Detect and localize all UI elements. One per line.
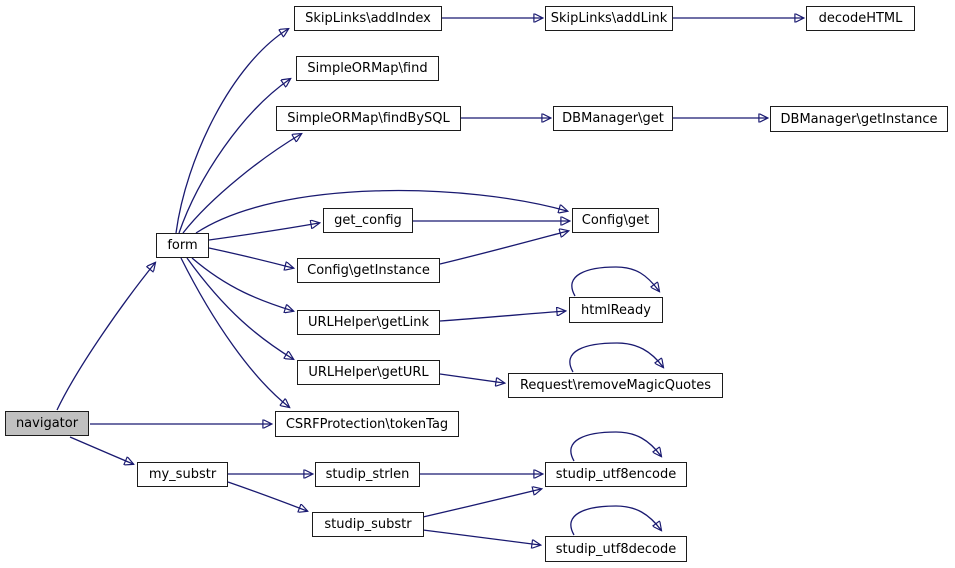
edge-form-getlink: [191, 257, 293, 311]
edge-configgetinstance-configget: [439, 231, 568, 265]
node-get-config[interactable]: get_config: [323, 208, 413, 233]
node-config-get[interactable]: Config\get: [572, 208, 659, 233]
edge-form-getconfig: [208, 223, 319, 241]
edge-navigator-form: [56, 263, 155, 411]
node-my-substr[interactable]: my_substr: [137, 462, 228, 487]
node-form[interactable]: form: [156, 233, 209, 258]
edge-form-find: [178, 79, 290, 234]
node-dbmanager-get[interactable]: DBManager\get: [553, 106, 673, 131]
node-dbmanager-getinstance[interactable]: DBManager\getInstance: [770, 106, 948, 132]
edge-utf8decode-selfloop: [570, 505, 661, 536]
node-request-removemagicquotes[interactable]: Request\removeMagicQuotes: [508, 373, 723, 398]
node-urlhelper-getlink[interactable]: URLHelper\getLink: [297, 310, 440, 335]
node-studip-utf8decode[interactable]: studip_utf8decode: [545, 536, 687, 562]
edge-substr-utf8decode: [422, 529, 540, 545]
node-studip-substr[interactable]: studip_substr: [312, 512, 424, 537]
edge-removemagicquotes-selfloop: [569, 342, 663, 373]
node-csrfprotection-tokentag[interactable]: CSRFProtection\tokenTag: [275, 411, 459, 437]
edge-form-tokentag: [180, 257, 289, 407]
edge-substr-utf8encode: [422, 489, 541, 518]
node-config-getinstance[interactable]: Config\getInstance: [297, 258, 440, 283]
edge-mysubstr-substr: [227, 481, 307, 511]
edge-navigator-mysubstr: [69, 436, 133, 464]
node-simpleormap-find[interactable]: SimpleORMap\find: [296, 56, 439, 81]
node-studip-utf8encode[interactable]: studip_utf8encode: [545, 462, 687, 487]
node-urlhelper-geturl[interactable]: URLHelper\getURL: [297, 360, 440, 385]
node-simpleormap-findbysql[interactable]: SimpleORMap\findBySQL: [276, 106, 461, 131]
node-navigator: navigator: [5, 411, 89, 436]
edge-form-configget: [195, 189, 567, 234]
node-skiplinks-addlink[interactable]: SkipLinks\addLink: [545, 6, 673, 31]
edge-form-addindex: [175, 29, 288, 234]
edge-htmlready-selfloop: [571, 266, 659, 297]
edge-form-geturl: [186, 257, 293, 359]
node-skiplinks-addindex[interactable]: SkipLinks\addIndex: [294, 6, 442, 31]
edge-getlink-htmlready: [439, 311, 565, 322]
edge-utf8encode-selfloop: [570, 431, 661, 462]
edge-form-findbysql: [182, 134, 301, 234]
node-studip-strlen[interactable]: studip_strlen: [315, 462, 420, 487]
edge-form-configgetinstance: [208, 247, 293, 268]
node-htmlready[interactable]: htmlReady: [569, 297, 663, 323]
edge-geturl-removemagicquotes: [439, 373, 504, 383]
node-decodehtml[interactable]: decodeHTML: [806, 6, 915, 31]
